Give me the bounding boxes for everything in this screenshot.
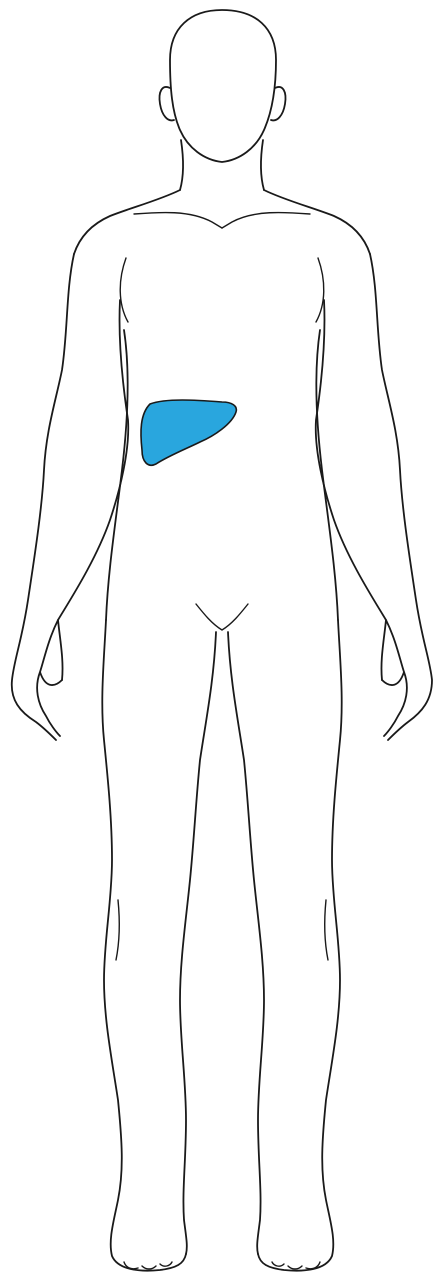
- left-leg-outer: [102, 620, 186, 1271]
- right-toes: [272, 1262, 320, 1269]
- right-arm-inner: [316, 300, 386, 680]
- torso-right: [316, 330, 338, 620]
- torso-left: [106, 330, 128, 620]
- right-shoulder: [264, 190, 370, 254]
- right-leg-outer: [258, 620, 342, 1271]
- right-leg-inner: [228, 632, 264, 1254]
- left-hand: [37, 620, 62, 736]
- clavicle-left: [134, 212, 222, 228]
- left-toes: [124, 1262, 172, 1269]
- chest-right: [316, 258, 324, 322]
- left-shoulder: [74, 190, 180, 254]
- groin: [196, 604, 248, 630]
- left-knee: [116, 900, 119, 960]
- left-arm-outer: [12, 254, 74, 740]
- chest-left: [120, 258, 128, 322]
- liver-icon: [141, 400, 236, 465]
- right-arm-outer: [370, 254, 432, 740]
- neck-left: [180, 140, 183, 190]
- left-arm-inner: [58, 300, 128, 680]
- left-leg-inner: [180, 632, 216, 1254]
- head-outline: [170, 10, 276, 162]
- neck-right: [261, 140, 264, 190]
- clavicle-right: [222, 212, 310, 228]
- right-hand: [382, 620, 407, 736]
- right-knee: [325, 900, 328, 960]
